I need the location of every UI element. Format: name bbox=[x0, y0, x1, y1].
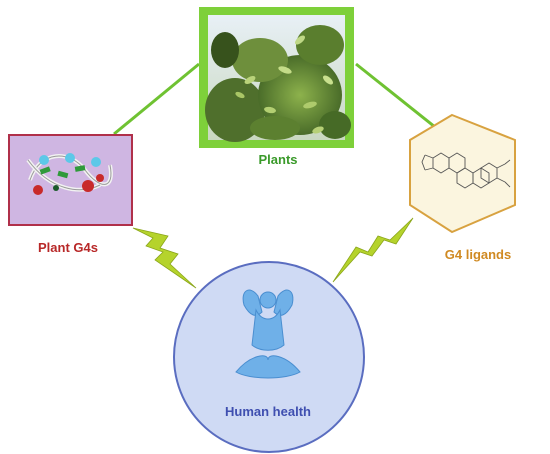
lightning-left-icon bbox=[132, 227, 197, 289]
lightning-right-icon bbox=[332, 217, 414, 283]
connector-plants-to-ligands bbox=[355, 62, 441, 133]
g4-ligands-label: G4 ligands bbox=[444, 247, 512, 262]
meditating-person-icon bbox=[235, 289, 301, 379]
plants-photo bbox=[199, 7, 354, 148]
connector-plants-to-g4s bbox=[113, 62, 200, 136]
plant-g4s-box bbox=[8, 134, 133, 226]
plant-g4s-label: Plant G4s bbox=[38, 240, 98, 255]
human-health-label: Human health bbox=[225, 404, 311, 419]
plants-label: Plants bbox=[258, 152, 298, 167]
g4-ligands-hexagon bbox=[409, 113, 516, 234]
g-quadruplex-structure bbox=[26, 153, 113, 195]
ligand-molecule-structure bbox=[421, 152, 511, 189]
